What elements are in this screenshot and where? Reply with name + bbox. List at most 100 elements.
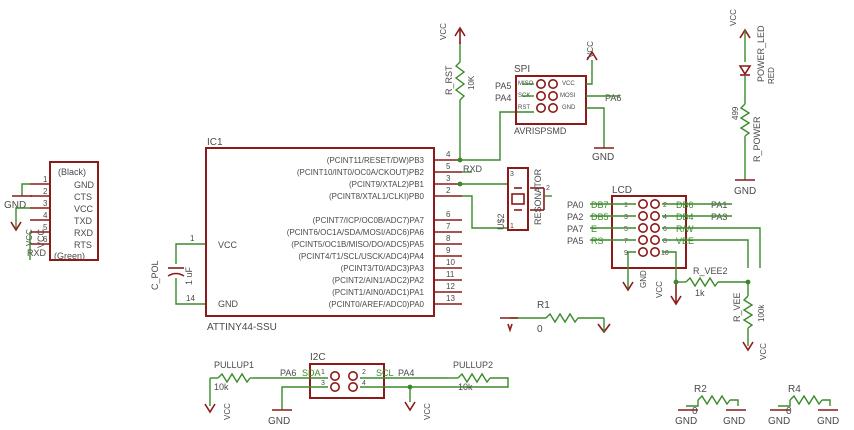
lcd-signal-label: DB4	[676, 212, 694, 222]
ic1-pin-label: (PCINT6/OC1A/SDA/MOSI/ADC6)PA6	[287, 228, 425, 237]
resonator-pin-num: 2	[546, 185, 550, 192]
i2c-scl-label: SCL	[376, 368, 394, 378]
ic1-right-pins: 4 5 3 2 6 7 8 9 10 11 12 13	[434, 150, 462, 305]
spi-value: AVRISPSMD	[514, 126, 567, 136]
ic1-value: ATTINY44-SSU	[207, 322, 277, 333]
resonator-value: RESONATOR	[533, 168, 543, 225]
r2-gnd-label: GND	[723, 416, 745, 427]
i2c-pin-num: 1	[321, 369, 325, 376]
reset-value: 10K	[467, 75, 476, 90]
ftdi-pin-label: RTS	[74, 240, 92, 250]
vcc-arrow-icon	[586, 50, 598, 61]
ic1-pin-label: (PCINT4/T1/SCL/USCK/ADC4)PA4	[298, 252, 424, 261]
r4-gnd-label: GND	[768, 416, 790, 427]
ftdi-rxd-label: RXD	[27, 248, 47, 258]
ic1-pin-num: 5	[446, 162, 451, 171]
ic1-pin-label: (PCINT10/INT0/OC0A/CKOUT)PB2	[297, 168, 425, 177]
spi-pin-label: VCC	[562, 81, 575, 87]
ftdi-header: (Black) (Green) 1 2 3 4 5 6 GND CTS VCC …	[4, 161, 99, 261]
ftdi-pin-num: 3	[43, 199, 48, 208]
pullup2-name: PULLUP2	[453, 360, 493, 370]
rvee2-value: 1k	[695, 288, 705, 298]
resonator-body	[507, 167, 529, 231]
lcd-pin-num: 9	[624, 250, 628, 257]
lcd-pin-num: 6	[663, 226, 667, 233]
i2c-pa4-label: PA4	[398, 368, 414, 378]
resonator-pin-num: 1	[510, 223, 514, 230]
lcd-pin-num: 1	[624, 202, 628, 209]
ic1-pin-label: (PCINT0/AREF/ADC0)PA0	[329, 300, 425, 309]
power-vcc-label: VCC	[729, 9, 738, 26]
r1-name: R1	[537, 300, 550, 311]
power-led-name: POWER_LED	[756, 25, 766, 82]
spi-pa4-label: PA4	[495, 93, 511, 103]
ic1-pin-label: (PCINT2/AIN1/ADC2)PA2	[332, 276, 424, 285]
ic1-gnd-label: GND	[218, 299, 239, 309]
spi-pin-label: MOSI	[560, 93, 576, 99]
rvee-name: R_VEE	[732, 292, 742, 322]
lcd-header: LCD 1 3 5 7 9 2 4 6 8 10 PA0 PA2 PA7 PA5…	[567, 185, 761, 306]
lcd-signal-label: RS	[591, 236, 604, 246]
r2-name: R2	[694, 384, 707, 395]
lcd-vcc-label: VCC	[655, 281, 664, 298]
spi-gnd-label: GND	[592, 152, 614, 163]
lcd-net-label: PA7	[567, 224, 583, 234]
lcd-signal-label: VEE	[676, 236, 694, 246]
pullup1-value: 10k	[214, 382, 229, 392]
lcd-pin-num: 2	[663, 202, 667, 209]
ic1-pin-num: 14	[186, 294, 195, 303]
ic1-pin-num: 6	[446, 210, 451, 219]
cpol-value: 1 uF	[184, 266, 194, 285]
lcd-pin-num: 3	[624, 214, 628, 221]
spi-pa6-label: PA6	[605, 93, 621, 103]
pullup1-vcc-label: VCC	[223, 403, 232, 420]
pullup1-name: PULLUP1	[214, 360, 254, 370]
resonator: 3 2 1 U$2 RESONATOR	[496, 167, 552, 231]
ftdi-pins: 1 2 3 4 5 6 GND CTS VCC TXD RXD RTS	[30, 175, 95, 250]
rvee-resistors: R_VEE2 1k R_VEE 100k VCC	[676, 266, 768, 360]
i2c-pa6-label: PA6	[280, 368, 296, 378]
reset-resistor: VCC R_RST 10K	[439, 23, 476, 160]
ftdi-pin-label: VCC	[74, 204, 94, 214]
lcd-net-label: PA3	[711, 212, 727, 222]
rvee-value: 100k	[757, 304, 766, 322]
i2c-pin-num: 2	[362, 369, 366, 376]
resonator-pin-num: 3	[510, 171, 514, 178]
ic1-right-pin-labels: (PCINT11/RESET/DW)PB3 (PCINT10/INT0/OC0A…	[287, 156, 425, 309]
ftdi-green-label: (Green)	[54, 251, 85, 261]
ftdi-pin-num: 1	[43, 175, 48, 184]
ftdi-pin-num: 2	[43, 187, 48, 196]
i2c-section: I2C 1 2 3 4 PA6 SDA SCL PA4 GND VCC PULL…	[204, 352, 509, 427]
r4-name: R4	[788, 384, 801, 395]
i2c-name: I2C	[310, 352, 326, 363]
ftdi-pin-label: GND	[74, 180, 95, 190]
lcd-signal-label: DB7	[591, 200, 609, 210]
ftdi-black-label: (Black)	[58, 167, 86, 177]
ftdi-pin-label: RXD	[74, 228, 94, 238]
lcd-gnd-label: GND	[639, 270, 648, 288]
r4-gnd-label: GND	[817, 416, 839, 427]
ftdi-gnd-label: GND	[4, 200, 26, 211]
lcd-signal-label: R/W	[676, 224, 694, 234]
ftdi-header-body	[49, 161, 99, 261]
vcc-arrow-icon	[404, 401, 416, 412]
ic1-pin-num: 12	[446, 282, 455, 291]
power-led: GND VCC POWER_LED RED 499 R_POWER	[729, 9, 776, 197]
ic1-pin-label: (PCINT7/ICP/OC0B/ADC7)PA7	[313, 216, 425, 225]
i2c-vcc-label: VCC	[423, 403, 432, 420]
ic1-name: IC1	[207, 137, 223, 148]
rvee2-name: R_VEE2	[693, 266, 728, 276]
lcd-pin-num: 8	[663, 238, 667, 245]
i2c-gnd-label: GND	[268, 416, 290, 427]
ic1-pin-num: 2	[446, 186, 451, 195]
spi-name: SPI	[514, 64, 530, 75]
ic1-pin-num: 3	[446, 174, 451, 183]
pullup2-value: 10k	[458, 382, 473, 392]
ftdi-pin-num: 5	[43, 223, 48, 232]
ftdi-vcc-label-2: VCC	[36, 228, 46, 248]
ic1-pin-label: (PCINT9/XTAL2)PB1	[349, 180, 425, 189]
r2-value: 0	[692, 406, 698, 417]
ic1-pin-num: 11	[446, 270, 455, 279]
